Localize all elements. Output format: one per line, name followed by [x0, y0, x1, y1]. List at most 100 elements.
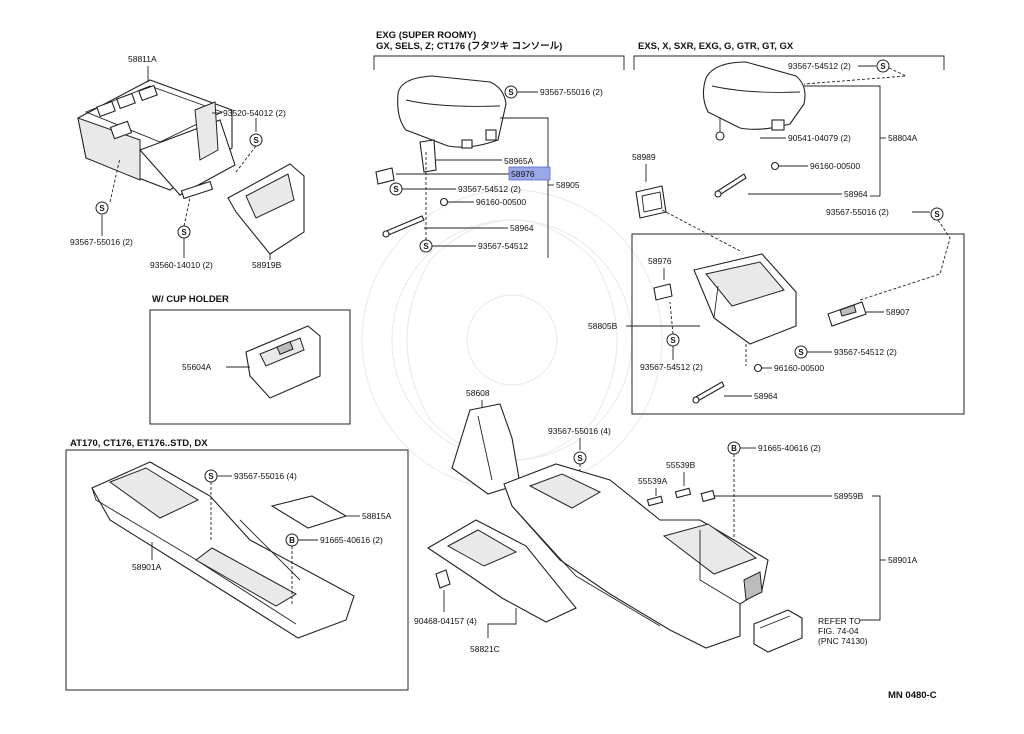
tray-58805B — [693, 253, 797, 345]
figure-code: MN 0480-C — [888, 690, 937, 701]
label-96160-00500-right2: 96160-00500 — [774, 363, 824, 373]
hinge-58965A — [419, 139, 437, 173]
label-93567-55016-center: 93567-55016 (2) — [540, 87, 603, 97]
label-93567-55016-4-left: 93567-55016 (4) — [234, 471, 297, 481]
section-title-gx-sels: GX, SELS, Z; CT176 (フタツキ コンソール) — [376, 40, 562, 52]
screw-mark-icon: S — [666, 333, 680, 347]
cover-58815A — [270, 495, 348, 529]
label-58608: 58608 — [466, 388, 490, 398]
label-58811A: 58811A — [128, 54, 157, 64]
label-58901A-left: 58901A — [132, 562, 162, 572]
clip-icon — [439, 197, 449, 207]
label-58989: 58989 — [632, 152, 656, 162]
label-58976-center: 58976 — [511, 169, 535, 179]
bracket-right — [633, 55, 945, 70]
floor-console-58901A-left — [91, 461, 355, 639]
armrest-lid-58905 — [397, 75, 507, 149]
label-58965A: 58965A — [504, 156, 534, 166]
svg-text:S: S — [181, 228, 187, 237]
mat-58989 — [635, 185, 667, 219]
svg-text:S: S — [670, 336, 676, 345]
clip-55539A — [646, 495, 664, 507]
boot-58608 — [451, 403, 521, 495]
label-93560-14010: 93560-14010 (2) — [150, 260, 213, 270]
right-detail-box — [631, 233, 965, 415]
screw-mark-icon: S — [389, 182, 403, 196]
label-93520-54012: 93520-54012 (2) — [223, 108, 286, 118]
svg-text:B: B — [731, 444, 737, 453]
label-93567-54512-2-right2: 93567-54512 (2) — [640, 362, 703, 372]
lower-left-box — [65, 449, 409, 691]
label-58901A-right: 58901A — [888, 555, 918, 565]
trim-58821C — [426, 519, 577, 623]
label-93567-54512-center: 93567-54512 — [478, 241, 528, 251]
svg-text:B: B — [289, 536, 295, 545]
label-93567-54512-2-right3: 93567-54512 (2) — [834, 347, 897, 357]
label-91665-40616-left: 91665-40616 (2) — [320, 535, 383, 545]
label-90541-04079: 90541-04079 (2) — [788, 133, 851, 143]
lower-left-title: AT170, CT176, ET176..STD, DX — [70, 438, 208, 449]
section-title-exg: EXG (SUPER ROOMY) — [376, 30, 476, 41]
label-58964-right2: 58964 — [754, 391, 778, 401]
bracket-58907 — [827, 301, 867, 327]
label-93567-55016-left: 93567-55016 (2) — [70, 237, 133, 247]
svg-text:S: S — [577, 454, 583, 463]
clip-90468-04157 — [435, 569, 451, 589]
refer-line-1: REFER TO — [818, 616, 861, 626]
label-58804A: 58804A — [888, 133, 918, 143]
screw-mark-icon: S — [876, 59, 890, 73]
svg-text:S: S — [880, 62, 886, 71]
screw-mark-icon: S — [794, 345, 808, 359]
rod-58964-right2 — [692, 381, 725, 404]
floor-console-58901A-right — [503, 463, 769, 649]
screw-mark-icon: S — [504, 85, 518, 99]
bolt-mark-icon: B — [285, 533, 299, 547]
label-58905: 58905 — [556, 180, 580, 190]
label-58907: 58907 — [886, 307, 910, 317]
screw-mark-icon: S — [95, 201, 109, 215]
cup-holder-55604A — [245, 325, 321, 399]
svg-text:S: S — [423, 242, 429, 251]
refer-line-2: FIG. 74-04 — [818, 626, 859, 636]
cup-holder-box — [149, 309, 351, 425]
bracket-58976-right — [653, 283, 673, 301]
screw-mark-icon: S — [249, 133, 263, 147]
svg-text:S: S — [934, 210, 940, 219]
label-58964-right: 58964 — [844, 189, 868, 199]
bolt-mark-icon: B — [727, 441, 741, 455]
screw-mark-icon: S — [930, 207, 944, 221]
part-74130 — [753, 609, 803, 653]
svg-text:S: S — [393, 185, 399, 194]
label-58976-right: 58976 — [648, 256, 672, 266]
svg-text:S: S — [798, 348, 804, 357]
screw-icon — [715, 131, 725, 141]
label-90468-04157: 90468-04157 (4) — [414, 616, 477, 626]
console-box-58811A — [77, 79, 236, 200]
bracket-58976-center — [375, 167, 395, 185]
pocket-58919B — [227, 163, 305, 255]
label-93567-54512-2-right: 93567-54512 (2) — [788, 61, 851, 71]
label-58919B: 58919B — [252, 260, 282, 270]
svg-text:S: S — [99, 204, 105, 213]
label-96160-00500-right: 96160-00500 — [810, 161, 860, 171]
label-58805B: 58805B — [588, 321, 618, 331]
screw-mark-icon: S — [204, 469, 218, 483]
label-55539A: 55539A — [638, 476, 668, 486]
label-55539B: 55539B — [666, 460, 696, 470]
section-title-exs: EXS, X, SXR, EXG, G, GTR, GT, GX — [638, 41, 794, 52]
label-58964-center: 58964 — [510, 223, 534, 233]
label-58821C: 58821C — [470, 644, 500, 654]
label-96160-00500-center: 96160-00500 — [476, 197, 526, 207]
screw-mark-icon: S — [573, 451, 587, 465]
svg-text:S: S — [508, 88, 514, 97]
label-55604A: 55604A — [182, 362, 212, 372]
label-91665-40616-right: 91665-40616 (2) — [758, 443, 821, 453]
label-58815A: 58815A — [362, 511, 392, 521]
label-93567-55016-2-right: 93567-55016 (2) — [826, 207, 889, 217]
highlight-58976 — [508, 166, 551, 181]
bracket-center — [373, 55, 625, 70]
label-93567-54512-2-center: 93567-54512 (2) — [458, 184, 521, 194]
screw-mark-icon: S — [177, 225, 191, 239]
pad-58959B — [700, 489, 716, 503]
